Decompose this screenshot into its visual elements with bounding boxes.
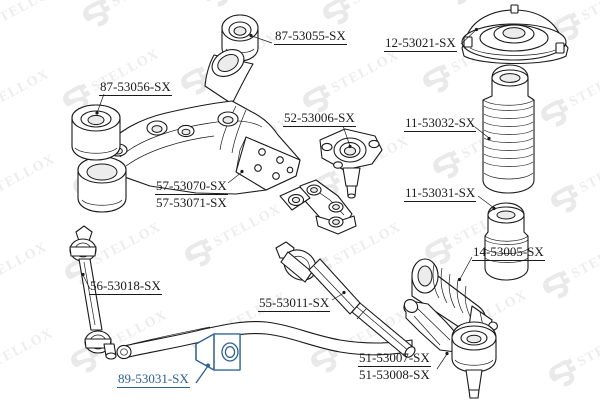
callout-line: 55-53011-SX xyxy=(258,295,331,312)
callout-line: 56-53018-SX xyxy=(89,278,162,295)
callout-line: 14-53005-SX xyxy=(472,244,545,261)
callout-line: 87-53056-SX xyxy=(99,79,172,96)
callout-87-53055-sx[interactable]: 87-53055-SX xyxy=(274,28,347,45)
callout-89-53031-sx[interactable]: 89-53031-SX xyxy=(117,371,190,388)
callout-line: 51-53007-SX xyxy=(358,350,431,367)
callout-87-53056-sx[interactable]: 87-53056-SX xyxy=(99,79,172,96)
callout-line: 52-53006-SX xyxy=(283,110,356,127)
callout-line: 11-53032-SX xyxy=(404,115,477,132)
callout-line: 57-53071-SX xyxy=(156,195,227,210)
callout-56-53018-sx[interactable]: 56-53018-SX xyxy=(89,278,162,295)
callout-line: 87-53055-SX xyxy=(274,28,347,45)
callout-line: 11-53031-SX xyxy=(404,185,477,202)
callout-11-53031-sx[interactable]: 11-53031-SX xyxy=(404,185,477,202)
callout-51-53007-sx[interactable]: 51-53007-SX 51-53008-SX xyxy=(358,350,431,383)
callout-line: 12-53021-SX xyxy=(384,35,457,52)
callout-line: 89-53031-SX xyxy=(117,371,190,388)
callout-52-53006-sx[interactable]: 52-53006-SX xyxy=(283,110,356,127)
callout-line: 57-53070-SX xyxy=(155,178,228,195)
callout-14-53005-sx[interactable]: 14-53005-SX xyxy=(472,244,545,261)
callout-11-53032-sx[interactable]: 11-53032-SX xyxy=(404,115,477,132)
callout-55-53011-sx[interactable]: 55-53011-SX xyxy=(258,295,331,312)
callout-57-53070-sx[interactable]: 57-53070-SX 57-53071-SX xyxy=(155,178,228,211)
callout-12-53021-sx[interactable]: 12-53021-SX xyxy=(384,35,457,52)
callout-line: 51-53008-SX xyxy=(359,367,430,382)
